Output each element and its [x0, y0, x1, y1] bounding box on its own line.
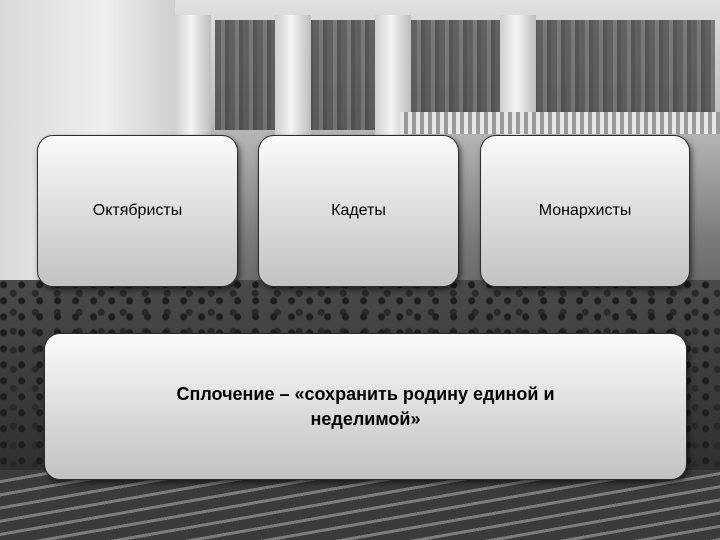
category-box-kadets: Кадеты [258, 135, 459, 287]
balcony-railing [400, 112, 720, 134]
category-label: Монархисты [538, 202, 632, 219]
result-text: Сплочение – «сохранить родину единой и н… [176, 383, 555, 429]
category-label: Кадеты [331, 202, 386, 219]
category-box-octobrists: Октябристы [37, 135, 238, 287]
assembly-benches [0, 470, 720, 540]
category-box-monarchists: Монархисты [480, 135, 690, 287]
category-label: Октябристы [92, 202, 183, 219]
result-box: Сплочение – «сохранить родину единой и н… [44, 333, 687, 480]
